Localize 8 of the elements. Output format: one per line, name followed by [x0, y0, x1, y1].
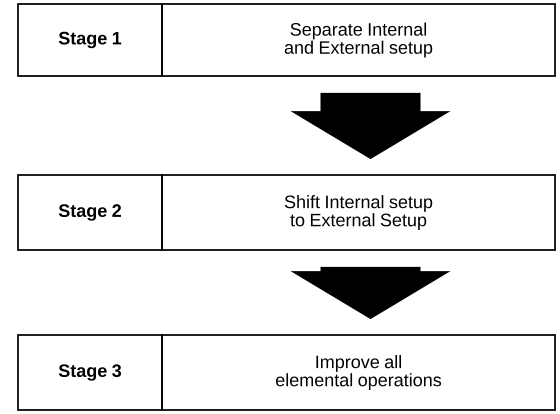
block-arrow	[290, 92, 450, 160]
step-box: Improve all elemental operations	[161, 334, 556, 411]
stage-label-box: Stage 1	[17, 3, 163, 77]
step-box: Shift Internal setup to External Setup	[161, 174, 556, 251]
stage-label-box: Stage 2	[17, 174, 163, 251]
step-box: Separate Internal and External setup	[161, 3, 556, 77]
block-arrow	[290, 266, 450, 320]
stage-label-box: Stage 3	[17, 334, 163, 411]
